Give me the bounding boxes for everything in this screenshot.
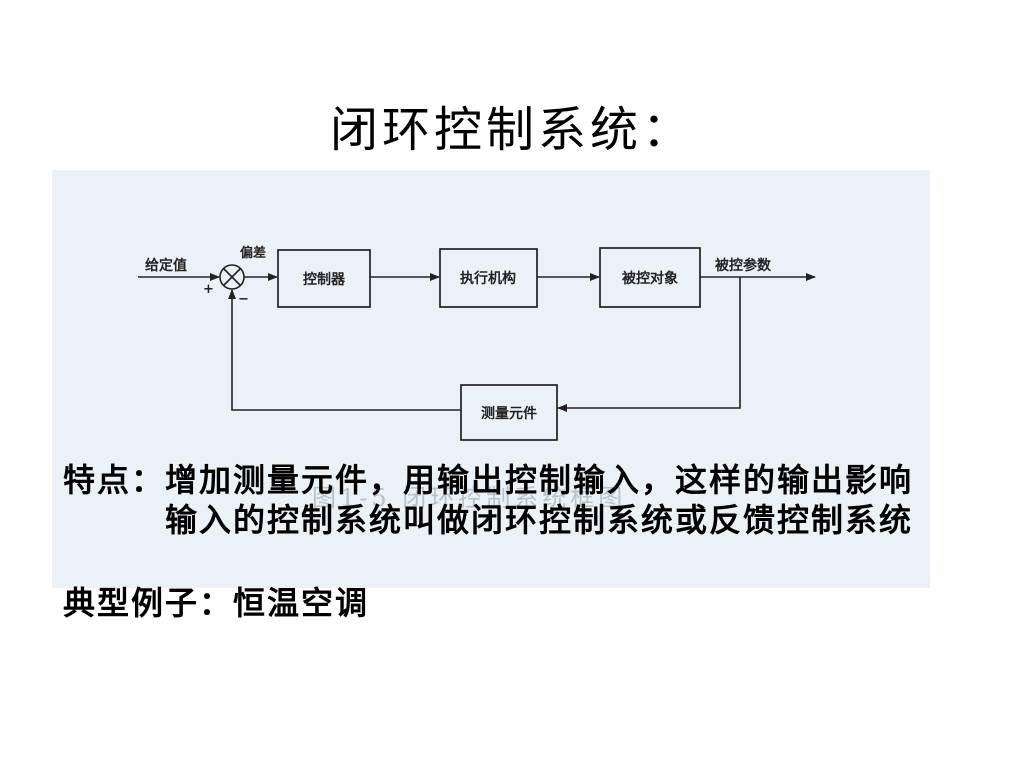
actuator-label: 执行机构 — [460, 270, 516, 287]
example-label: 典型例子： — [63, 584, 234, 622]
input-label: 给定值 — [145, 257, 187, 274]
feature-line-2: 输入的控制系统叫做闭环控制系统或反馈控制系统 — [165, 501, 914, 539]
plus-sign: + — [203, 282, 214, 297]
minus-sign: − — [238, 292, 249, 307]
error-label: 偏差 — [240, 245, 266, 261]
figure-caption: 图1-5 闭环控制系统框图 — [312, 484, 626, 512]
actuator-block — [439, 248, 538, 308]
feature-line-1: 增加测量元件，用输出控制输入，这样的输出影响 — [165, 461, 914, 499]
feature-paragraph: 特点： 增加测量元件，用输出控制输入，这样的输出影响 输入的控制系统叫做闭环控制… — [63, 460, 913, 540]
controller-block — [277, 249, 371, 308]
plant-label: 被控对象 — [622, 270, 678, 287]
scanned-figure-background — [52, 170, 930, 588]
feature-text: 增加测量元件，用输出控制输入，这样的输出影响 输入的控制系统叫做闭环控制系统或反… — [165, 460, 913, 540]
sensor-block — [460, 384, 558, 441]
sensor-label: 测量元件 — [481, 405, 537, 422]
feedback-branch-arrow — [557, 277, 741, 412]
output-label: 被控参数 — [715, 257, 772, 274]
feature-label: 特点： — [63, 461, 166, 499]
controller-label: 控制器 — [303, 271, 346, 288]
feedback-return-arrow — [228, 289, 461, 411]
example-value: 恒温空调 — [233, 584, 370, 622]
example-paragraph: 典型例子：恒温空调 — [63, 583, 369, 623]
junction-cross-b — [222, 267, 242, 287]
slide-title: 闭环控制系统： — [329, 102, 694, 158]
